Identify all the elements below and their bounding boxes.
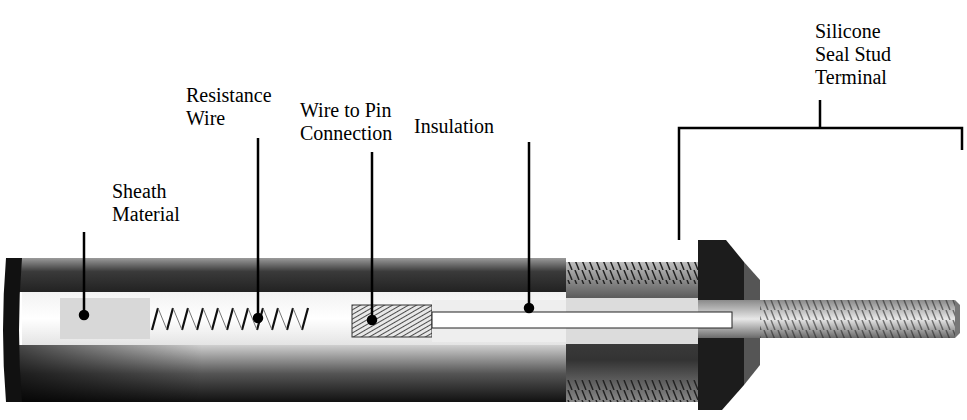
- part-label: Sheath Material: [112, 180, 194, 226]
- part-label: Silicone Seal Stud Terminal: [815, 20, 915, 89]
- part-label: Insulation: [414, 115, 524, 138]
- part-label: Resistance Wire: [186, 84, 286, 130]
- part-label: Wire to Pin Connection: [300, 99, 410, 145]
